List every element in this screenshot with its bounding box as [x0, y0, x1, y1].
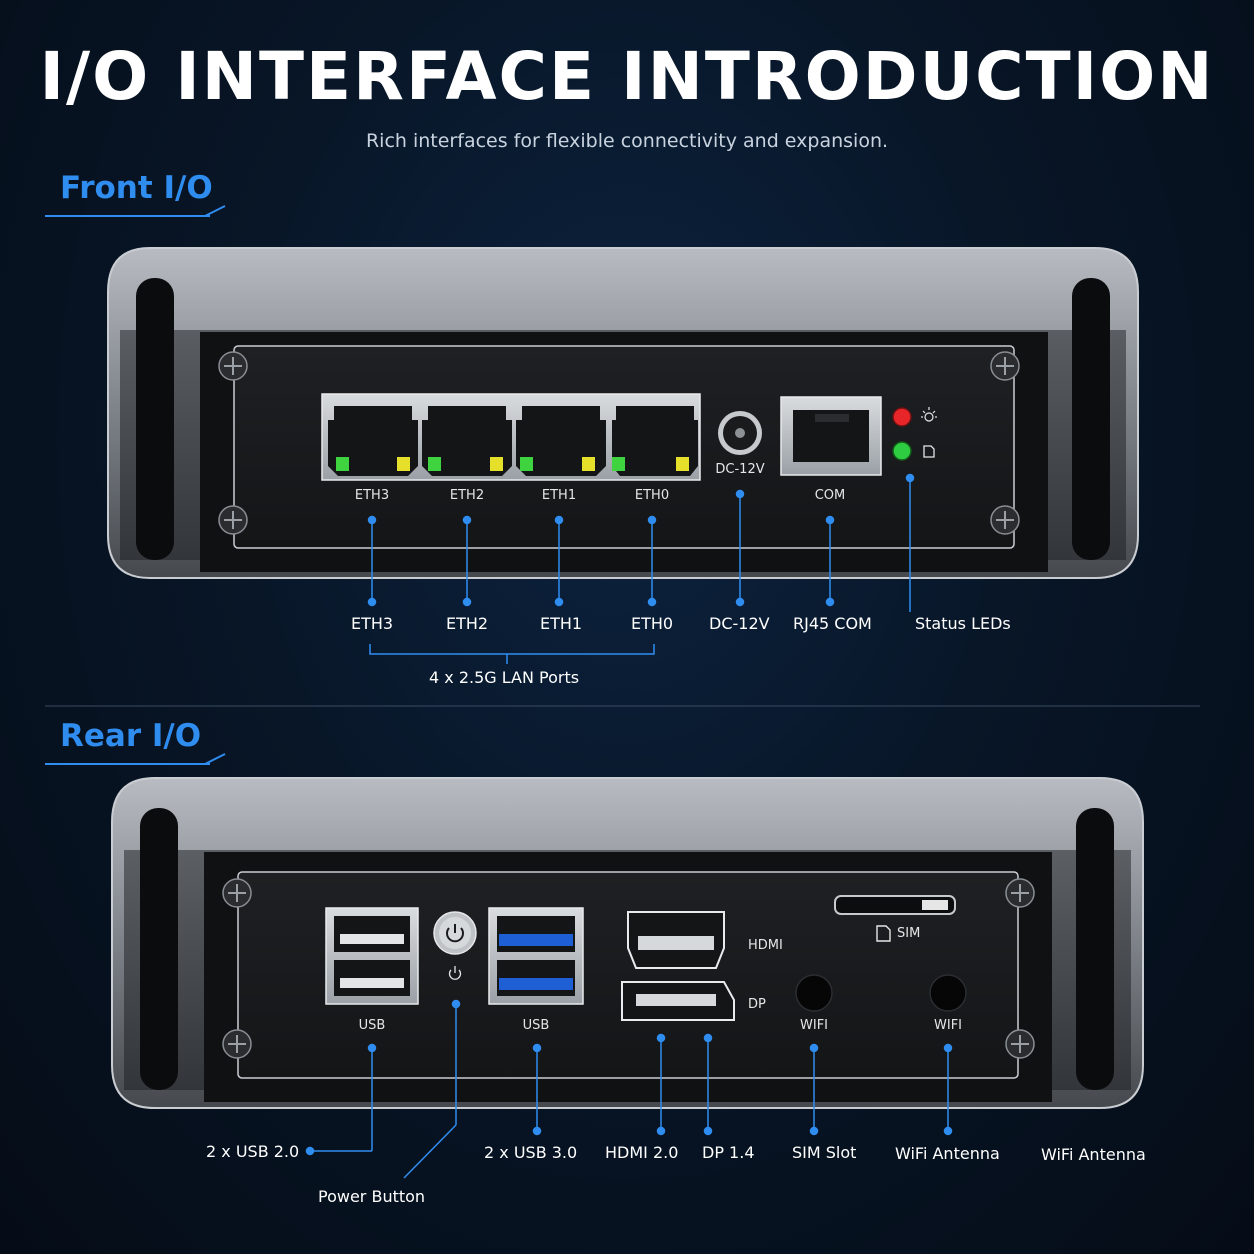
- panel-label-eth1: ETH1: [541, 488, 577, 503]
- rear-title-underline: [45, 753, 226, 765]
- callout-sim-slot: SIM Slot: [792, 1143, 857, 1162]
- storage-icon: [923, 445, 935, 458]
- front-title-underline: [45, 205, 226, 217]
- callout-status-leds: Status LEDs: [915, 614, 1011, 633]
- rear-left-vent: [140, 808, 178, 1090]
- callout-rj45-com: RJ45 COM: [793, 614, 872, 633]
- panel-label-eth0: ETH0: [634, 488, 670, 503]
- hdmi-port-icon: [627, 911, 725, 969]
- usb-2-port-icon: [325, 907, 419, 1005]
- panel-label-eth3: ETH3: [354, 488, 390, 503]
- lan-group-label: 4 x 2.5G LAN Ports: [429, 668, 580, 687]
- rear-panel: [237, 871, 1019, 1079]
- panel-label-eth2: ETH2: [449, 488, 485, 503]
- callout-eth2: ETH2: [446, 614, 489, 633]
- sim-slot-icon: [834, 895, 956, 942]
- displayport-icon: [621, 981, 735, 1021]
- panel-label-sim: SIM: [897, 926, 921, 941]
- page-title: I/O INTERFACE INTRODUCTION: [39, 38, 1215, 115]
- rear-callout-lines: [305, 999, 953, 1179]
- callout-wifi-antenna-2: WiFi Antenna: [1041, 1145, 1146, 1164]
- com-rj45-port-icon: [780, 396, 882, 476]
- callout-usb20: 2 x USB 2.0: [206, 1142, 300, 1161]
- callout-wifi-antenna-1: WiFi Antenna: [895, 1144, 1000, 1163]
- callout-dc12v: DC-12V: [709, 614, 770, 633]
- panel-label-dp: DP: [748, 997, 766, 1012]
- panel-label-wifi-right: WIFI: [934, 1018, 962, 1033]
- callout-dp14: DP 1.4: [702, 1143, 755, 1162]
- power-button-icon: [433, 911, 477, 980]
- storage-led: [892, 441, 912, 461]
- panel-label-wifi-left: WIFI: [800, 1018, 828, 1033]
- front-io-title: Front I/O: [60, 170, 213, 206]
- callout-usb30: 2 x USB 3.0: [484, 1143, 578, 1162]
- callout-eth0: ETH0: [631, 614, 674, 633]
- front-device: [107, 247, 1139, 579]
- rear-io-title: Rear I/O: [60, 718, 202, 754]
- panel-label-usb-left: USB: [358, 1018, 386, 1033]
- power-light-icon: [921, 407, 937, 422]
- rear-device: [111, 777, 1144, 1109]
- callout-eth1: ETH1: [540, 614, 583, 633]
- page-subtitle: Rich interfaces for flexible connectivit…: [365, 130, 889, 152]
- power-led: [892, 407, 912, 427]
- callout-hdmi20: HDMI 2.0: [605, 1143, 679, 1162]
- callout-power-button: Power Button: [318, 1187, 426, 1206]
- panel-label-com: COM: [814, 488, 846, 503]
- panel-label-dc12v: DC-12V: [715, 462, 765, 477]
- panel-label-hdmi: HDMI: [748, 938, 783, 953]
- ethernet-port-icon: [328, 406, 698, 476]
- front-right-vent: [1072, 278, 1110, 560]
- rear-right-vent: [1076, 808, 1114, 1090]
- front-left-vent: [136, 278, 174, 560]
- front-callout-lines: [367, 473, 915, 664]
- usb-3-port-icon: [488, 907, 584, 1005]
- screw-icon: [218, 351, 1020, 535]
- panel-label-usb-right: USB: [522, 1018, 550, 1033]
- wifi-antenna-hole-icon: [929, 974, 967, 1012]
- wifi-antenna-hole-icon: [795, 974, 833, 1012]
- callout-eth3: ETH3: [351, 614, 394, 633]
- dc-power-jack-icon: [718, 411, 762, 455]
- screw-icon: [222, 878, 1035, 1059]
